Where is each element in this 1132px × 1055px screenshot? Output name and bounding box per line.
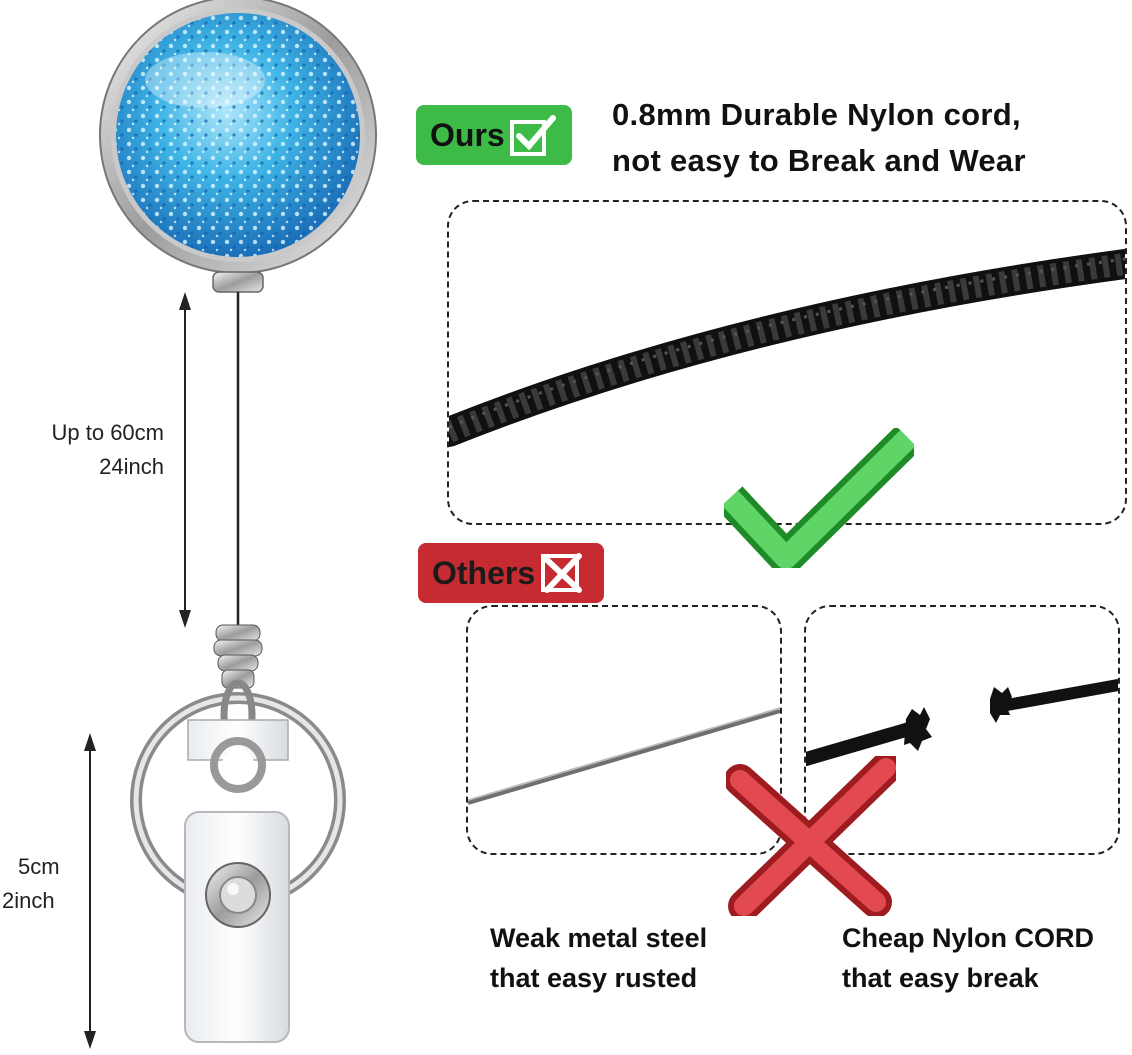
- metal-wire-panel: [466, 605, 782, 855]
- metal-caption-line2: that easy rusted: [490, 963, 698, 993]
- ours-badge: Ours: [416, 105, 572, 165]
- cord-length-inch: 24inch: [99, 454, 164, 479]
- braided-nylon-cord-image: [449, 249, 1125, 447]
- clip-length-cm: 5cm: [18, 854, 60, 879]
- nylon-caption-line2: that easy break: [842, 963, 1039, 993]
- cord-length-label: Up to 60cm 24inch: [18, 416, 165, 484]
- badge-reel-product: [0, 0, 400, 1055]
- ours-cord-panel: [447, 200, 1127, 525]
- metal-caption: Weak metal steel that easy rusted: [490, 918, 790, 998]
- ours-label: Ours: [430, 116, 505, 153]
- red-cross-icon: [726, 756, 896, 916]
- clip-length-arrow: [84, 733, 96, 1049]
- green-check-icon: [724, 428, 914, 568]
- checkbox-check-icon: [509, 112, 557, 158]
- ours-headline: 0.8mm Durable Nylon cord, not easy to Br…: [612, 92, 1122, 184]
- clip-length-inch: 2inch: [2, 888, 55, 913]
- swivel-connector: [213, 624, 263, 689]
- ours-headline-line2: not easy to Break and Wear: [612, 143, 1026, 178]
- cord-length-arrow: [179, 292, 191, 628]
- vinyl-strap-clip: [184, 719, 290, 1043]
- cord-length-cm: Up to 60cm: [51, 420, 165, 445]
- broken-nylon-cord-image: [806, 679, 1118, 766]
- others-badge: Others: [418, 543, 604, 603]
- nylon-caption-line1: Cheap Nylon CORD: [842, 923, 1095, 953]
- clip-length-label: 5cm 2inch: [2, 850, 82, 918]
- badge-reel-illustration: [84, 0, 377, 1049]
- ours-headline-line1: 0.8mm Durable Nylon cord,: [612, 97, 1021, 132]
- metal-steel-wire-image: [468, 707, 780, 805]
- metal-caption-line1: Weak metal steel: [490, 923, 708, 953]
- broken-nylon-panel: [804, 605, 1120, 855]
- glitter-reel-disc: [99, 0, 377, 274]
- others-label: Others: [432, 554, 536, 591]
- nylon-caption: Cheap Nylon CORD that easy break: [842, 918, 1130, 998]
- checkbox-cross-icon: [539, 550, 585, 596]
